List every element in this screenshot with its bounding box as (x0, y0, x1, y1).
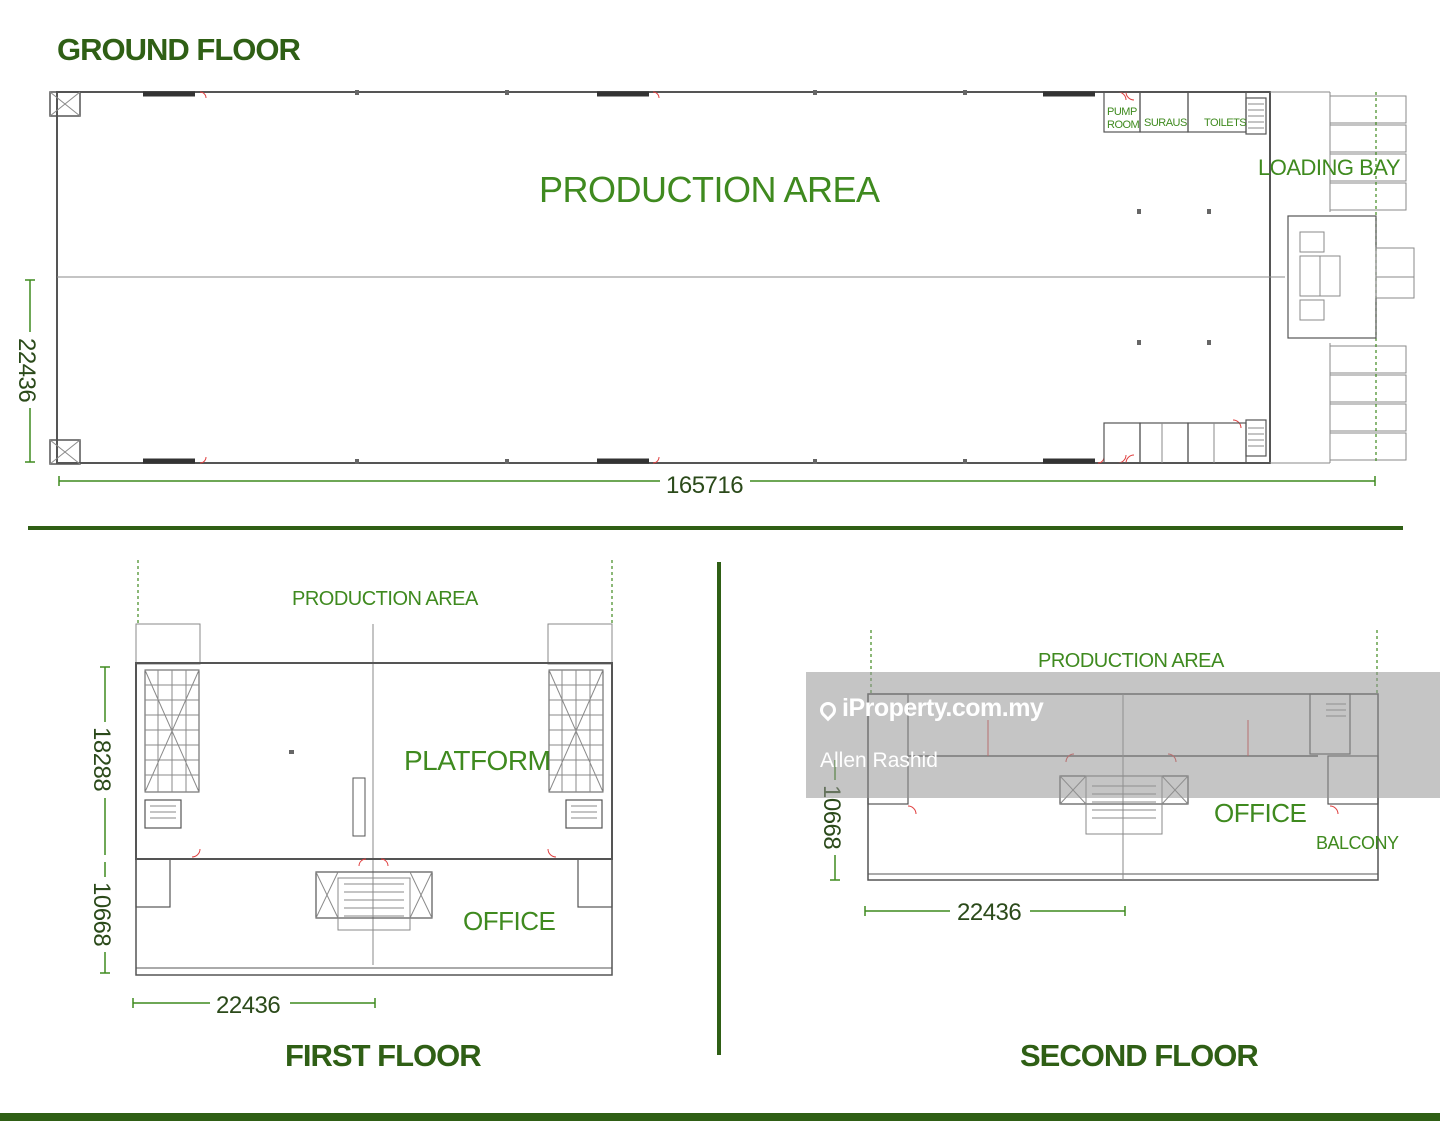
watermark-site: iProperty.com.my (842, 694, 1044, 722)
first-width-dimension: 22436 (132, 992, 376, 1019)
ground-width-dimension: 165716 (58, 472, 1376, 499)
second-production-area-label: PRODUCTION AREA (1038, 650, 1225, 672)
second-width-dimension: 22436 (864, 899, 1126, 926)
watermark-author: Allen Rashid (820, 749, 938, 772)
service-room-bottom-3 (1187, 422, 1247, 464)
platform-label: PLATFORM (404, 745, 550, 776)
suraus-label: SURAUS (1144, 117, 1187, 129)
ground-floor-title: GROUND FLOOR (57, 32, 300, 67)
first-width-value: 22436 (216, 992, 280, 1019)
stair-bottom (1245, 419, 1267, 457)
ground-floor-plan: GROUND FLOOR (13, 32, 1415, 499)
map-pin-icon (816, 698, 840, 722)
balcony-label: BALCONY (1316, 833, 1399, 853)
first-office-depth-dimension: 10668 (88, 862, 115, 974)
service-room-bottom-2 (1139, 422, 1189, 464)
second-width-value: 22436 (957, 899, 1021, 926)
ground-depth-value: 22436 (13, 338, 40, 402)
first-platform-depth-dimension: 18288 (88, 666, 115, 855)
ground-width-value: 165716 (666, 472, 743, 499)
second-office-label: OFFICE (1214, 798, 1306, 828)
first-floor-plan: PRODUCTION AREA (88, 560, 613, 1073)
service-room-bottom-1 (1103, 422, 1141, 464)
loading-bay (1270, 91, 1415, 464)
first-center-stair (315, 871, 433, 919)
first-office-depth-value: 10668 (88, 882, 115, 946)
corner-box-bottom (49, 439, 81, 465)
stair-top (1245, 97, 1267, 135)
corner-box-top (49, 91, 81, 117)
column-marks (355, 90, 1211, 464)
ground-production-area-label: PRODUCTION AREA (539, 169, 880, 210)
first-floor-title: FIRST FLOOR (285, 1038, 481, 1073)
watermark-overlay: iProperty.com.my Allen Rashid (806, 672, 1440, 798)
ground-depth-dimension: 22436 (13, 279, 40, 463)
toilets-label: TOILETS (1204, 117, 1246, 129)
bottom-green-bar (0, 1113, 1440, 1121)
pump-room-label-2: ROOM (1107, 119, 1140, 131)
first-platform-depth-value: 18288 (88, 727, 115, 791)
second-floor-title: SECOND FLOOR (1020, 1038, 1258, 1073)
first-office-label: OFFICE (463, 906, 555, 936)
first-production-area-label: PRODUCTION AREA (292, 588, 479, 610)
watermark-logo: iProperty.com.my (816, 694, 1044, 723)
first-office-outline (135, 858, 613, 976)
pump-room-label-1: PUMP (1107, 106, 1137, 118)
loading-bay-label: LOADING BAY (1258, 155, 1401, 180)
wall-openings (143, 91, 1095, 464)
